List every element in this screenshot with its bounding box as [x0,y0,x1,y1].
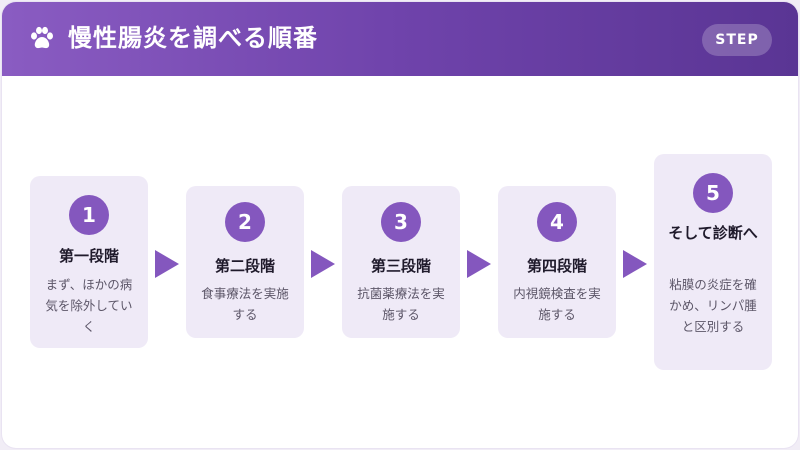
step-title: そして診断へ [668,224,758,242]
step-title: 第二段階 [214,257,275,275]
step-card-4: 4 第四段階 内視鏡検査を実施する [498,186,616,338]
arrow-right-icon [467,250,491,278]
arrow-right-icon [623,250,647,278]
step-card-3: 3 第三段階 抗菌薬療法を実施する [342,186,460,338]
step-number-badge: 4 [537,202,577,242]
step-card-2: 2 第二段階 食事療法を実施する [186,186,304,338]
step-card-1: 1 第一段階 まず、ほかの病気を除外していく [30,176,148,348]
arrow-right-icon [311,250,335,278]
step-card-5: 5 そして診断へ 粘膜の炎症を確かめ、リンパ腫と区別する [654,154,772,370]
step-description: 食事療法を実施する [201,286,289,322]
step-description: 内視鏡検査を実施する [513,286,601,322]
paw-icon [31,26,53,49]
arrow-right-icon [155,250,179,278]
page-title: 慢性腸炎を調べる順番 [68,24,318,52]
step-number-badge: 3 [381,202,421,242]
header-bar: 慢性腸炎を調べる順番 STEP [2,2,798,76]
step-title: 第三段階 [370,257,431,275]
step-number-badge: 2 [225,202,265,242]
step-description: 抗菌薬療法を実施する [357,286,445,322]
step-badge: STEP [702,24,772,56]
step-description: 粘膜の炎症を確かめ、リンパ腫と区別する [669,277,757,334]
step-number-badge: 1 [69,195,109,235]
step-number-badge: 5 [693,173,733,213]
step-title: 第四段階 [526,257,587,275]
step-title: 第一段階 [58,247,119,265]
step-description: まず、ほかの病気を除外していく [45,277,133,334]
